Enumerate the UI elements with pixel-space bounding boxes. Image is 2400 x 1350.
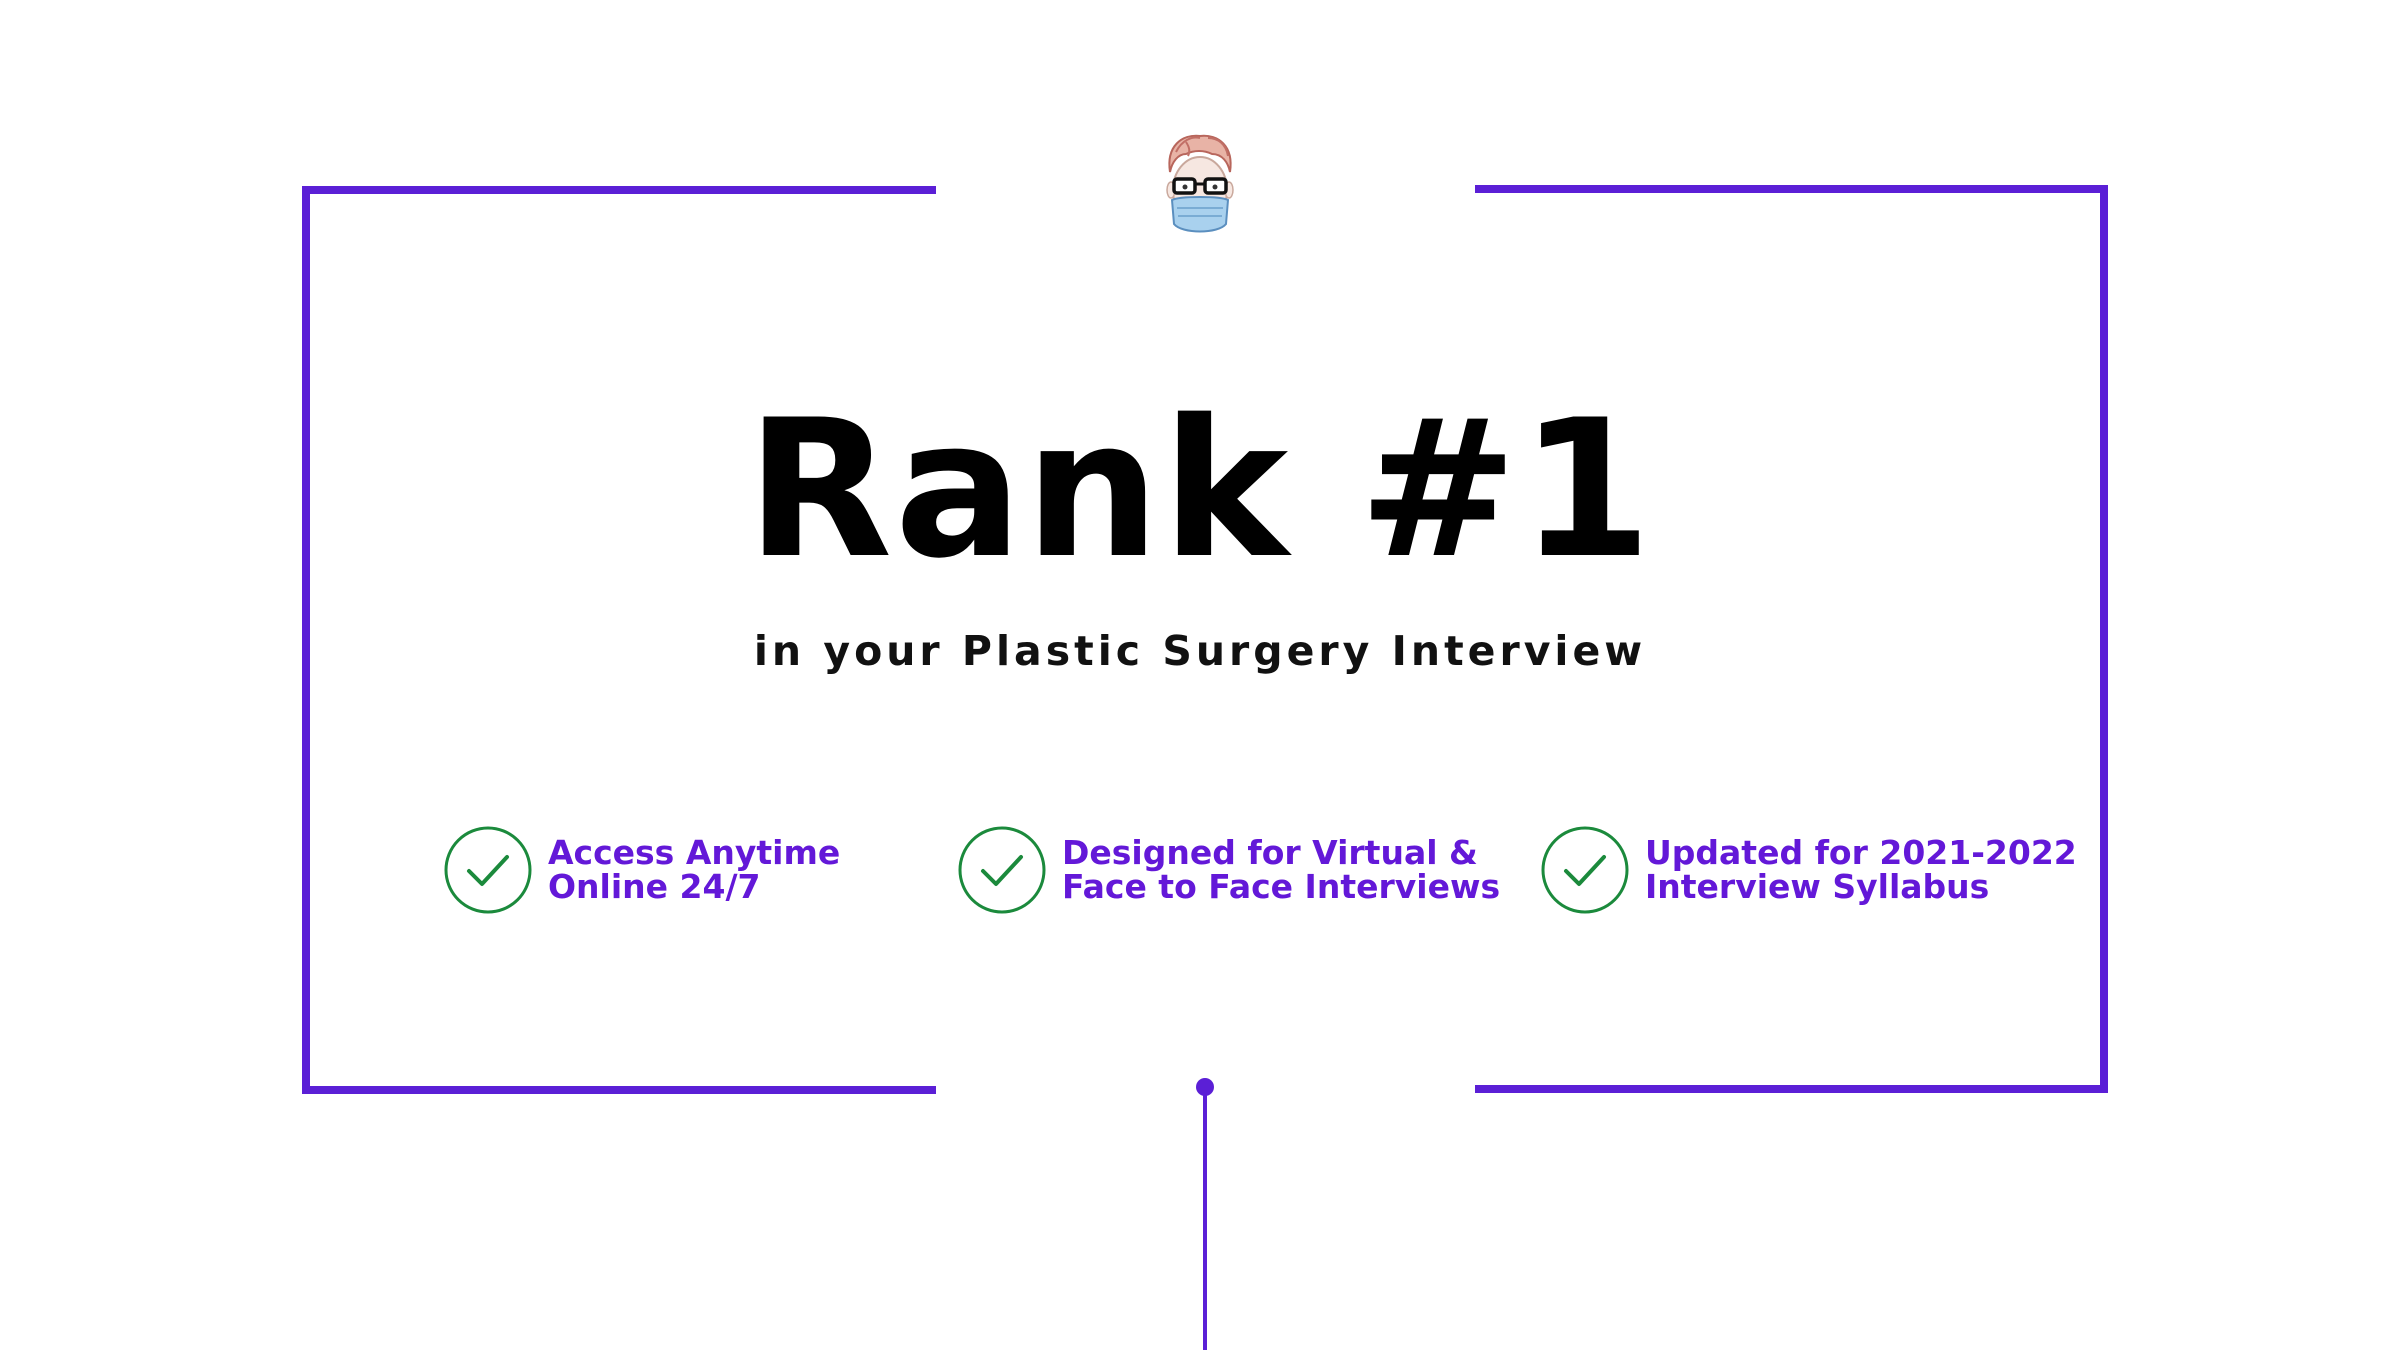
feature-item-updated: Updated for 2021-2022 Interview Syllabus [1540, 824, 2077, 916]
feature-label: Designed for Virtual & Face to Face Inte… [1062, 836, 1500, 904]
frame-bottom-right-line [1475, 1085, 2108, 1093]
check-circle-icon [958, 826, 1046, 914]
feature-label-line2: Interview Syllabus [1645, 867, 1990, 906]
frame-right-line [2100, 185, 2108, 1093]
check-circle-icon [1541, 826, 1629, 914]
feature-label-line2: Online 24/7 [548, 867, 761, 906]
feature-label: Updated for 2021-2022 Interview Syllabus [1645, 836, 2077, 904]
frame-top-right-line [1475, 185, 2108, 193]
feature-label: Access Anytime Online 24/7 [548, 836, 840, 904]
check-circle-icon [444, 826, 532, 914]
feature-item-access: Access Anytime Online 24/7 [443, 824, 840, 916]
feature-item-designed: Designed for Virtual & Face to Face Inte… [957, 824, 1500, 916]
feature-label-line1: Access Anytime [548, 833, 841, 872]
masked-doctor-avatar-icon [1160, 132, 1240, 240]
feature-label-line2: Face to Face Interviews [1062, 867, 1501, 906]
frame-left-line [302, 186, 310, 1094]
frame-bottom-left-line [302, 1086, 936, 1094]
feature-label-line1: Designed for Virtual & [1062, 833, 1478, 872]
page-title: Rank #1 [746, 379, 1654, 600]
feature-label-line1: Updated for 2021-2022 [1645, 833, 2077, 872]
connector-line [1203, 1087, 1207, 1350]
page-subtitle: in your Plastic Surgery Interview [753, 627, 1647, 675]
frame-top-left-line [302, 186, 936, 194]
